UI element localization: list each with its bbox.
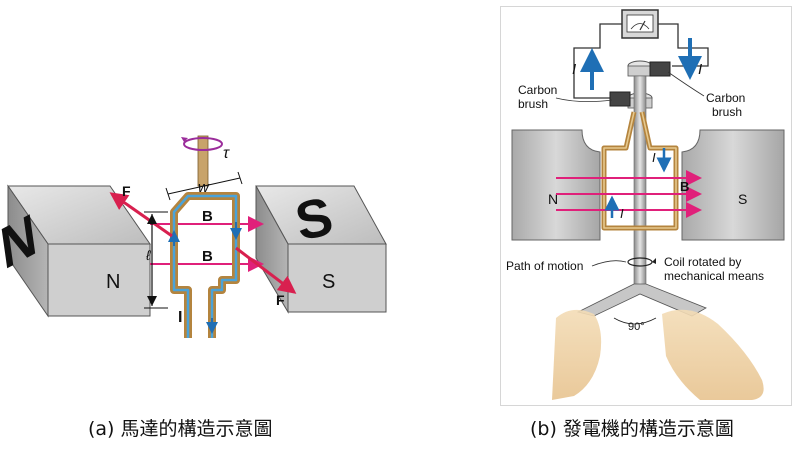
motor-diagram: N N S S τ B B F F [0,135,387,338]
torque-label: τ [223,145,230,162]
coil-current-label-top: I [652,150,656,165]
north-pole-side-label: N [106,271,120,293]
coil-rotation-line1: Coil rotated by [664,255,741,269]
width-label: w [198,179,210,196]
left-hand [552,309,602,400]
force-label-left: F [122,183,131,199]
angle-label: 90° [628,321,645,333]
force-arrow-right [235,246,297,294]
south-magnet: S S [255,185,387,314]
right-hand [662,309,764,400]
generator-field-label: B [680,179,689,194]
force-label-right: F [276,292,285,308]
generator-north-magnet: N [511,129,601,241]
galvanometer [621,9,659,39]
carbon-brush-right [649,61,671,77]
brush-right-line2: brush [712,105,742,119]
generator-south-magnet: S [681,129,785,241]
field-label-top: B [202,208,213,225]
brush-right-line1: Carbon [706,91,745,105]
coil-current-label-bottom: I [620,206,624,221]
caption-generator: (b) 發電機的構造示意圖 [530,418,734,440]
caption-motor: (a) 馬達的構造示意圖 [88,418,273,440]
motor-current-label: I [178,309,182,326]
torque-arrow [183,137,223,151]
south-pole-side-label: S [322,271,335,293]
field-label-bottom: B [202,248,213,265]
current-label-left: I [572,61,576,78]
coil-rotation-line2: mechanical means [664,269,764,283]
brush-left-line2: brush [518,97,548,111]
generator-diagram: I I Carbon brush Carbon brush N S [506,9,785,400]
generator-north-label: N [548,191,558,207]
generator-south-label: S [738,191,747,207]
path-of-motion-label: Path of motion [506,259,583,273]
length-label: ℓ [145,247,151,263]
generator-shaft [633,75,647,287]
force-arrow-left [109,192,173,238]
brush-left-line1: Carbon [518,83,557,97]
carbon-brush-left [609,91,631,107]
current-label-right: I [698,61,702,78]
circuit-wire [573,23,622,99]
